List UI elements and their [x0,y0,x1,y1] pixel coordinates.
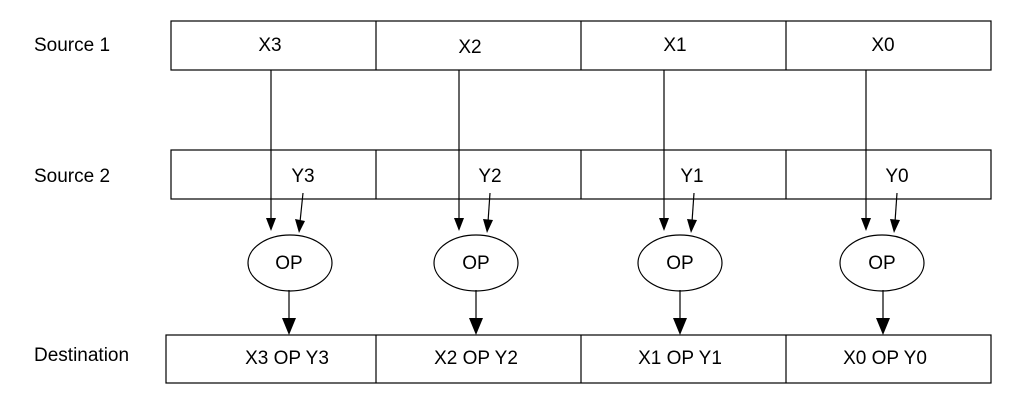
destination-cell-3: X3 OP Y3 [245,348,329,369]
source-1-label: Source 1 [34,35,110,56]
op-label-0: OP [868,253,895,274]
y1-arrow [691,192,695,223]
result-3-arrow-head [282,318,296,335]
lane-1: OP [637,70,723,335]
lane-3: OP [247,70,333,335]
y3-arrow [299,192,304,223]
source-1-cell-2: X2 [458,37,481,58]
destination-register: X3 OP Y3 X2 OP Y2 X1 OP Y1 X0 OP Y0 [165,334,992,384]
y2-arrow-head [483,219,493,233]
op-label-2: OP [462,253,489,274]
source-2-cell-3: Y3 [291,166,314,187]
op-label-1: OP [666,253,693,274]
destination-cell-2: X2 OP Y2 [434,348,518,369]
destination-cell-1: X1 OP Y1 [638,348,722,369]
result-0-arrow-head [876,318,890,335]
source-1-cell-1: X1 [663,35,686,56]
y0-arrow-head [890,219,900,233]
op-node-0 [839,234,925,292]
y2-arrow [487,192,491,223]
x0-arrow-head [861,218,871,231]
source-2-register: Y3 Y2 Y1 Y0 [170,149,992,200]
result-2-arrow-head [469,318,483,335]
op-node-3 [247,234,333,292]
source-1-cell-3: X3 [258,35,281,56]
destination-label: Destination [34,345,129,366]
source-2-label: Source 2 [34,166,110,187]
source-2-cell-0: Y0 [885,166,908,187]
x1-arrow-head [659,218,669,231]
source-1-cell-0: X0 [871,35,894,56]
op-label-3: OP [275,253,302,274]
x2-arrow-head [454,218,464,231]
source-2-cell-1: Y1 [680,166,703,187]
result-1-arrow-head [673,318,687,335]
source-1-register: X3 X2 X1 X0 [170,20,992,71]
destination-box [165,334,992,384]
source-2-cell-2: Y2 [478,166,501,187]
y3-arrow-head [295,219,305,233]
y0-arrow [894,192,898,223]
x3-arrow-head [266,218,276,231]
lane-0: OP [839,70,925,335]
destination-cell-0: X0 OP Y0 [843,348,927,369]
y1-arrow-head [687,219,697,233]
lane-2: OP [433,70,519,335]
